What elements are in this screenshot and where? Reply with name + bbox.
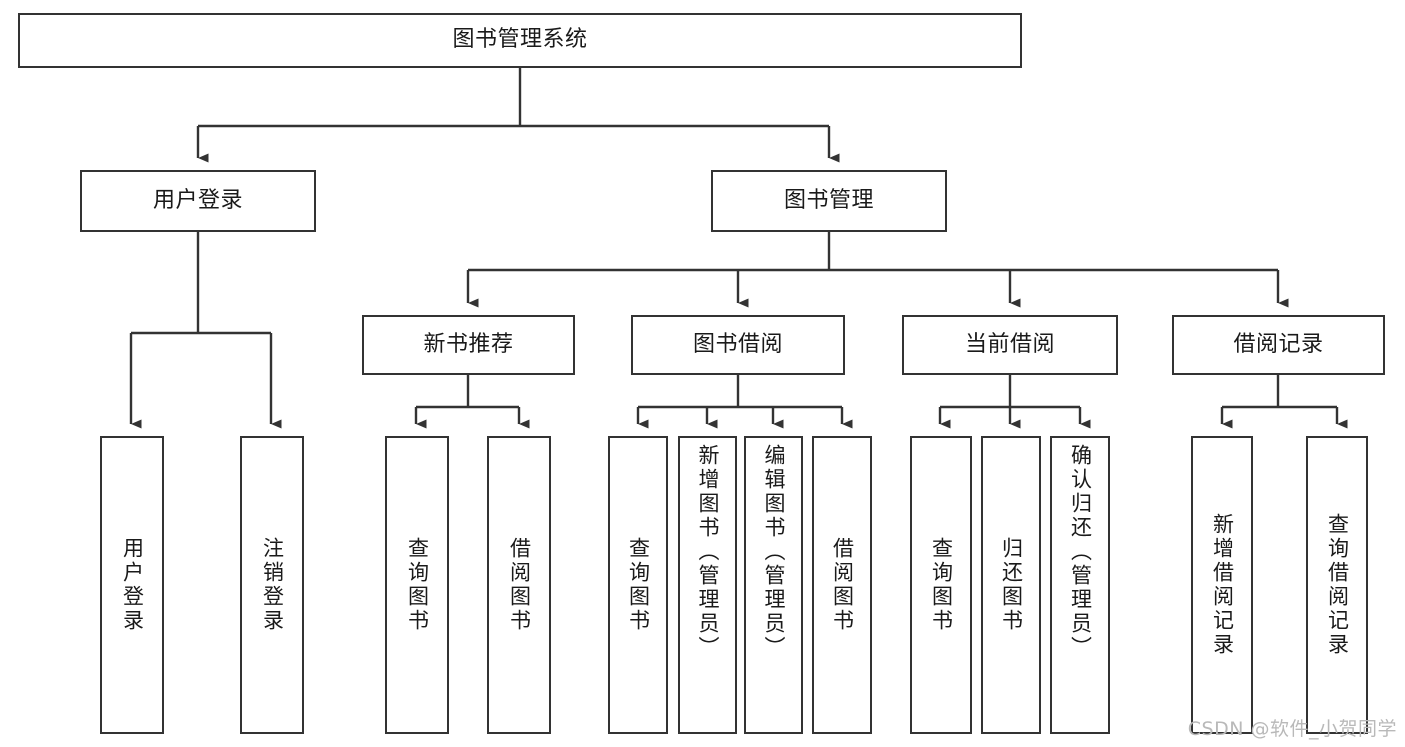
leaf-new-book-borrow-book[interactable]: 借阅图书 [487,436,551,734]
node-user-login[interactable]: 用户登录 [80,170,316,232]
node-label: 新增图书（管理员） [696,444,720,660]
node-label: 借阅图书 [507,537,532,633]
leaf-current-query-book[interactable]: 查询图书 [910,436,972,734]
node-label: 归还图书 [999,537,1024,633]
leaf-current-return-book[interactable]: 归还图书 [981,436,1041,734]
node-label: 查询借阅记录 [1325,513,1350,657]
node-label: 查询图书 [626,537,651,633]
node-current-borrow[interactable]: 当前借阅 [902,315,1118,375]
leaf-borrow-query-book[interactable]: 查询图书 [608,436,668,734]
node-root-system[interactable]: 图书管理系统 [18,13,1022,68]
leaf-borrow-edit-book-admin[interactable]: 编辑图书（管理员） [744,436,803,734]
node-label: 查询图书 [929,537,954,633]
leaf-record-query-record[interactable]: 查询借阅记录 [1306,436,1368,734]
node-label: 用户登录 [152,187,243,213]
leaf-user-login-logout[interactable]: 注销登录 [240,436,304,734]
csdn-watermark: CSDN @软件_小贺同学 [1187,718,1397,740]
node-label: 新书推荐 [423,331,514,357]
node-label: 查询图书 [405,537,430,633]
node-label: 新增借阅记录 [1210,513,1235,657]
leaf-new-book-query-book[interactable]: 查询图书 [385,436,449,734]
node-label: 借阅图书 [830,537,855,633]
leaf-borrow-borrow-book[interactable]: 借阅图书 [812,436,872,734]
node-label: 编辑图书（管理员） [762,444,786,660]
node-label: 当前借阅 [964,331,1055,357]
leaf-record-add-record[interactable]: 新增借阅记录 [1191,436,1253,734]
node-label: 图书借阅 [692,331,783,357]
node-label: 注销登录 [260,537,285,633]
leaf-borrow-add-book-admin[interactable]: 新增图书（管理员） [678,436,737,734]
node-borrow-record[interactable]: 借阅记录 [1172,315,1385,375]
node-label: 借阅记录 [1233,331,1324,357]
node-book-borrow[interactable]: 图书借阅 [631,315,845,375]
node-new-book-recommend[interactable]: 新书推荐 [362,315,575,375]
node-label: 确认归还（管理员） [1068,444,1093,660]
node-label: 图书管理 [783,187,874,213]
node-label: 图书管理系统 [452,27,588,53]
node-book-management[interactable]: 图书管理 [711,170,947,232]
leaf-user-login-login[interactable]: 用户登录 [100,436,164,734]
leaf-current-confirm-return-admin[interactable]: 确认归还（管理员） [1050,436,1110,734]
node-label: 用户登录 [120,537,145,633]
